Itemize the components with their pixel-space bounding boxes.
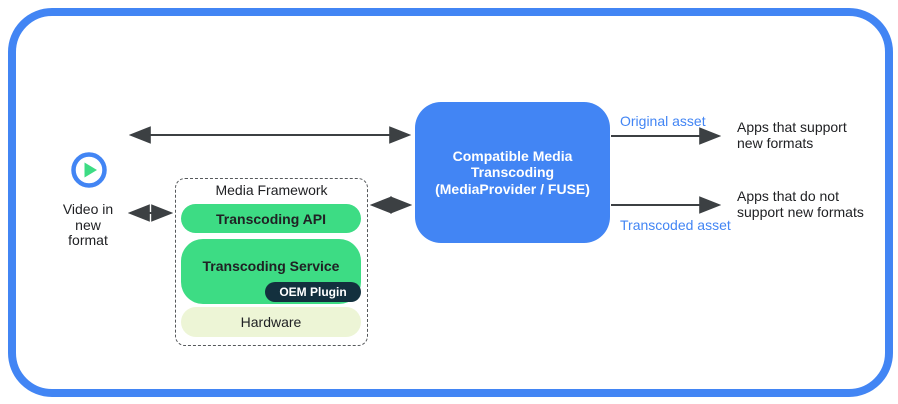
diagram-outer-border xyxy=(8,8,893,397)
media-framework-title: Media Framework xyxy=(215,182,328,198)
apps-no-support-label: Apps that do not support new formats xyxy=(737,188,864,220)
media-framework-box: Media Framework Transcoding API Transcod… xyxy=(175,178,368,346)
apps-support-label: Apps that support new formats xyxy=(737,119,847,151)
hardware-layer: Hardware xyxy=(181,307,361,337)
original-asset-label: Original asset xyxy=(620,113,706,129)
transcoding-api-layer: Transcoding API xyxy=(181,204,361,233)
transcoding-service-layer: Transcoding Service OEM Plugin xyxy=(181,239,361,304)
transcoding-service-label: Transcoding Service xyxy=(202,257,340,274)
transcoded-asset-label: Transcoded asset xyxy=(620,217,731,233)
video-source-label: Video in new format xyxy=(62,201,114,248)
oem-plugin-badge: OEM Plugin xyxy=(265,282,361,302)
play-icon xyxy=(71,152,107,188)
compatible-media-transcoding-box: Compatible Media Transcoding (MediaProvi… xyxy=(415,102,610,243)
